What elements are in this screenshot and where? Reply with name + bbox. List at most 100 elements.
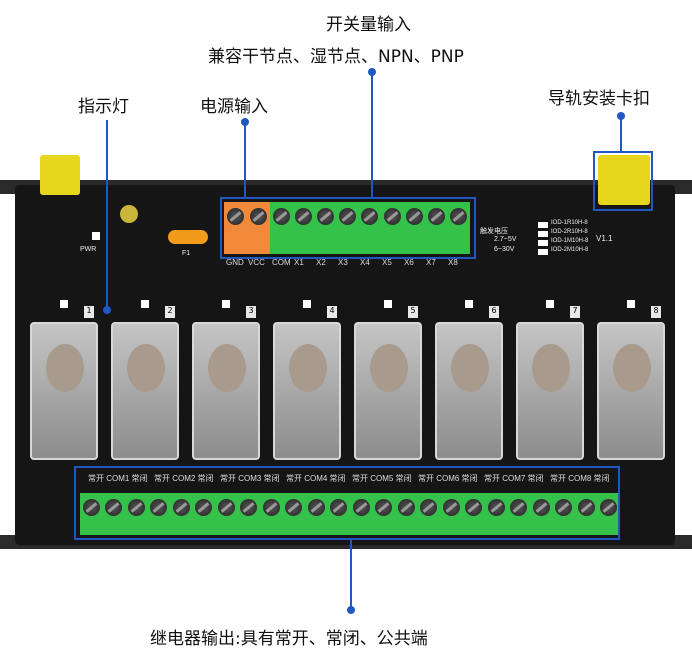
screw xyxy=(317,208,335,225)
relay: 6 xyxy=(435,306,503,460)
model-checkbox xyxy=(538,222,548,228)
input-terminal-label: X6 xyxy=(404,258,414,267)
screw xyxy=(227,208,244,225)
model-checkbox xyxy=(538,231,548,237)
relay-coil xyxy=(208,344,246,392)
annotation-digital-input: 开关量输入 xyxy=(326,15,411,35)
relay-number-text: 3 xyxy=(248,306,254,315)
fuse-label: F1 xyxy=(182,250,191,257)
relay-output-terminal[interactable] xyxy=(80,493,620,535)
screw xyxy=(600,499,618,516)
screw xyxy=(577,499,595,516)
screw xyxy=(307,499,325,516)
din-clip-left xyxy=(40,155,80,195)
screw xyxy=(82,499,100,516)
clip-highlight-box xyxy=(593,151,653,211)
screw xyxy=(428,208,446,225)
output-terminal-label: 常开 COM7 常闭 xyxy=(484,474,544,483)
screw xyxy=(383,208,401,225)
screw xyxy=(555,499,573,516)
annotation-input-compat: 兼容干节点、湿节点、NPN、PNP xyxy=(208,47,464,67)
screw xyxy=(361,208,379,225)
pwr-led xyxy=(92,232,100,240)
input-terminal-label: X3 xyxy=(338,258,348,267)
indicator-led xyxy=(60,300,68,308)
indicator-led xyxy=(303,300,311,308)
output-terminal-label: 常开 COM4 常闭 xyxy=(286,474,346,483)
relay-number: 7 xyxy=(570,306,580,318)
relay-number: 2 xyxy=(165,306,175,318)
input-terminal-label: X5 xyxy=(382,258,392,267)
output-terminal-label: 常开 COM3 常闭 xyxy=(220,474,280,483)
annotation-relay-output: 继电器输出:具有常开、常闭、公共端 xyxy=(150,629,428,649)
input-terminal-label: X1 xyxy=(294,258,304,267)
relay-number: 1 xyxy=(84,306,94,318)
indicator-led xyxy=(627,300,635,308)
relay-number-text: 7 xyxy=(572,306,578,315)
relay-coil xyxy=(532,344,570,392)
screw xyxy=(127,499,145,516)
power-input-terminal[interactable] xyxy=(224,202,270,254)
fuse xyxy=(168,230,208,244)
screw xyxy=(487,499,505,516)
trigger-voltage-2: 6~30V xyxy=(494,246,515,253)
relay: 2 xyxy=(111,306,179,460)
output-terminal-label: 常开 COM6 常闭 xyxy=(418,474,478,483)
screw xyxy=(294,208,312,225)
power-terminal-label: GND xyxy=(226,258,244,267)
din-clip-right xyxy=(598,155,650,205)
trigger-voltage-title: 触发电压 xyxy=(480,228,508,235)
screw xyxy=(465,499,483,516)
input-terminal-label: X7 xyxy=(426,258,436,267)
relay: 5 xyxy=(354,306,422,460)
relay: 1 xyxy=(30,306,98,460)
input-terminal-label: X8 xyxy=(448,258,458,267)
input-terminal-label: X2 xyxy=(316,258,326,267)
screw xyxy=(375,499,393,516)
screw xyxy=(195,499,213,516)
annotation-indicator: 指示灯 xyxy=(78,97,129,117)
screw xyxy=(405,208,423,225)
annotation-power-input: 电源输入 xyxy=(200,97,268,117)
indicator-led xyxy=(465,300,473,308)
screw xyxy=(330,499,348,516)
relay-number-text: 2 xyxy=(167,306,173,315)
screw xyxy=(285,499,303,516)
relay-number: 6 xyxy=(489,306,499,318)
relay-number: 3 xyxy=(246,306,256,318)
screw xyxy=(272,208,290,225)
model-checkbox xyxy=(538,249,548,255)
output-terminal-label: 常开 COM2 常闭 xyxy=(154,474,214,483)
input-terminal-label: X4 xyxy=(360,258,370,267)
indicator-led xyxy=(222,300,230,308)
relay-number-text: 4 xyxy=(329,306,335,315)
screw xyxy=(339,208,357,225)
screw xyxy=(240,499,258,516)
input-terminal-label: COM xyxy=(272,258,291,267)
output-terminal-label: 常开 COM1 常闭 xyxy=(88,474,148,483)
screw xyxy=(532,499,550,516)
relay-coil xyxy=(127,344,165,392)
screw xyxy=(250,208,267,225)
output-terminal-label: 常开 COM8 常闭 xyxy=(550,474,610,483)
screw xyxy=(262,499,280,516)
relay-number-text: 6 xyxy=(491,306,497,315)
input-highlight-box xyxy=(220,197,476,259)
screw xyxy=(450,208,468,225)
pwr-label: PWR xyxy=(80,246,97,253)
relay-number: 4 xyxy=(327,306,337,318)
capacitor xyxy=(120,205,138,223)
indicator-led xyxy=(546,300,554,308)
screw xyxy=(150,499,168,516)
relay-number-text: 8 xyxy=(653,306,659,315)
screw xyxy=(420,499,438,516)
digital-input-terminal[interactable] xyxy=(270,202,470,254)
relay-coil xyxy=(451,344,489,392)
indicator-led xyxy=(384,300,392,308)
trigger-voltage-1: 2.7~5V xyxy=(494,236,517,243)
screw xyxy=(217,499,235,516)
model-label: IOD-1M10H-8 xyxy=(551,238,589,244)
screw xyxy=(397,499,415,516)
relay-number: 5 xyxy=(408,306,418,318)
relay: 7 xyxy=(516,306,584,460)
